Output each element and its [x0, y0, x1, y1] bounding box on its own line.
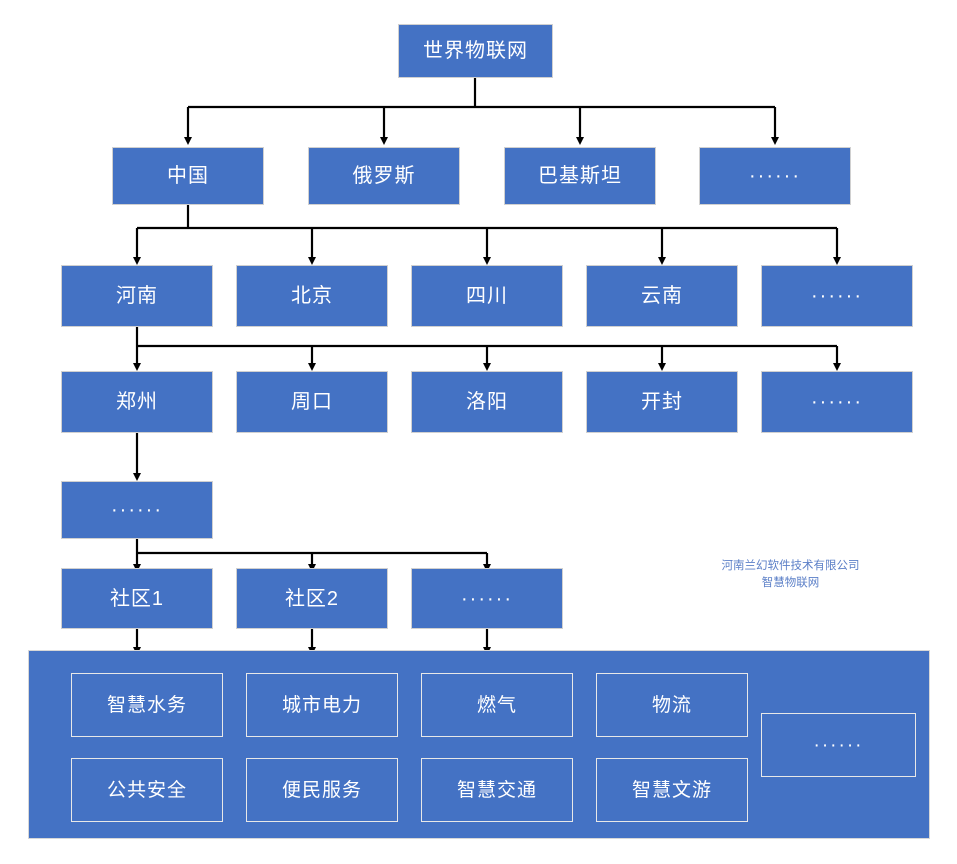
service-city-power[interactable]: 城市电力	[246, 673, 398, 737]
node-world-iot[interactable]: 世界物联网	[398, 24, 553, 78]
node-country-pakistan[interactable]: 巴基斯坦	[504, 147, 656, 205]
node-province-yunnan[interactable]: 云南	[586, 265, 738, 327]
node-country-china[interactable]: 中国	[112, 147, 264, 205]
connector-china-to-provinces	[133, 205, 841, 265]
node-label: ······	[111, 499, 163, 521]
node-city-luoyang[interactable]: 洛阳	[411, 371, 563, 433]
service-gas[interactable]: 燃气	[421, 673, 573, 737]
node-label: 巴基斯坦	[538, 165, 622, 187]
node-community-2[interactable]: 社区2	[236, 568, 388, 629]
node-label: ······	[461, 587, 513, 610]
services-panel: 智慧水务 城市电力 燃气 物流 公共安全 便民服务 智慧交通 智慧文游 ····…	[28, 650, 930, 839]
watermark: 河南兰幻软件技术有限公司 智慧物联网	[703, 558, 878, 591]
connector-communities-to-services	[133, 629, 491, 655]
node-province-beijing[interactable]: 北京	[236, 265, 388, 327]
node-province-more[interactable]: ······	[761, 265, 913, 327]
service-label: 智慧交通	[456, 779, 537, 801]
node-label: 周口	[291, 391, 333, 413]
node-label: 北京	[291, 285, 333, 307]
connector-henan-to-cities	[133, 327, 841, 371]
service-smart-water[interactable]: 智慧水务	[71, 673, 223, 737]
node-city-kaifeng[interactable]: 开封	[586, 371, 738, 433]
service-label: 燃气	[476, 694, 517, 716]
connector-world-to-countries	[184, 78, 779, 145]
node-province-henan[interactable]: 河南	[61, 265, 213, 327]
node-label: 世界物联网	[423, 40, 528, 62]
node-city-zhoukou[interactable]: 周口	[236, 371, 388, 433]
service-label: 智慧水务	[106, 694, 187, 716]
connector-district-to-communities	[133, 539, 491, 572]
service-smart-transport[interactable]: 智慧交通	[421, 758, 573, 822]
node-label: 俄罗斯	[352, 165, 416, 187]
service-label: 公共安全	[106, 779, 187, 801]
node-label: 社区2	[284, 587, 340, 610]
node-label: 四川	[466, 285, 508, 307]
watermark-line-1: 河南兰幻软件技术有限公司	[721, 560, 860, 572]
service-label: 智慧文游	[631, 779, 712, 801]
node-city-more[interactable]: ······	[761, 371, 913, 433]
node-label: 洛阳	[466, 391, 508, 413]
node-label: ······	[749, 165, 801, 187]
node-label: ······	[811, 391, 863, 413]
watermark-line-2: 智慧物联网	[761, 576, 820, 589]
service-label: 便民服务	[281, 779, 362, 801]
node-province-sichuan[interactable]: 四川	[411, 265, 563, 327]
service-logistics[interactable]: 物流	[596, 673, 748, 737]
service-label: 城市电力	[281, 694, 362, 716]
service-label: 物流	[651, 694, 692, 716]
node-label: 中国	[167, 165, 209, 187]
service-convenience[interactable]: 便民服务	[246, 758, 398, 822]
service-smart-tourism[interactable]: 智慧文游	[596, 758, 748, 822]
node-city-zhengzhou[interactable]: 郑州	[61, 371, 213, 433]
node-label: 社区1	[109, 587, 165, 610]
node-label: 云南	[641, 285, 683, 307]
node-label: ······	[811, 285, 863, 307]
service-more[interactable]: ······	[761, 713, 916, 777]
node-label: 河南	[116, 285, 158, 307]
node-label: 开封	[641, 391, 683, 413]
node-country-russia[interactable]: 俄罗斯	[308, 147, 460, 205]
node-label: 郑州	[116, 391, 158, 413]
node-district-more[interactable]: ······	[61, 481, 213, 539]
node-community-more[interactable]: ······	[411, 568, 563, 629]
node-country-more[interactable]: ······	[699, 147, 851, 205]
service-label: ······	[813, 734, 864, 756]
service-public-security[interactable]: 公共安全	[71, 758, 223, 822]
node-community-1[interactable]: 社区1	[61, 568, 213, 629]
